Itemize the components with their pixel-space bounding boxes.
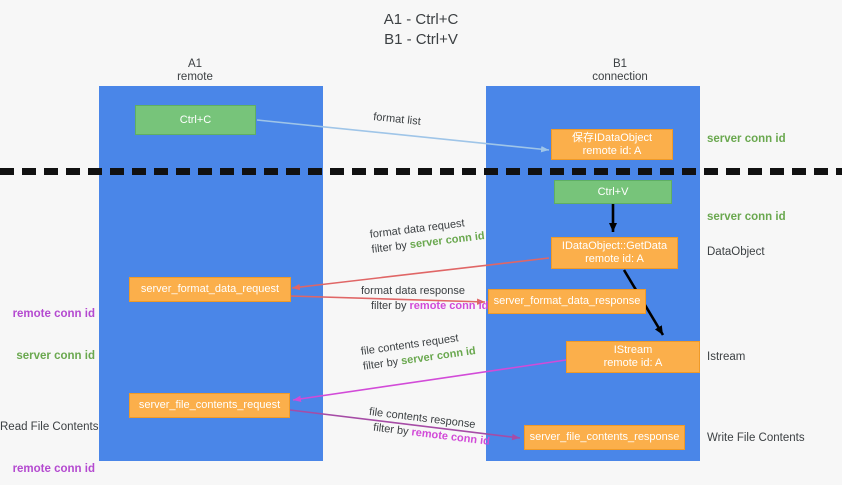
node-server-format-data-request[interactable]: server_format_data_request: [129, 277, 291, 302]
label-server-conn-id-1: server conn id: [16, 350, 95, 362]
node-idataobject-getdata[interactable]: IDataObject::GetData remote id: A: [551, 237, 678, 269]
label-remote-conn-id-1: remote conn id: [12, 308, 95, 320]
filter-by-text: filter by: [372, 421, 413, 439]
label-write-file-contents: Write File Contents: [707, 432, 805, 444]
edge-label-format-list-line1: format list: [372, 110, 422, 128]
lane-header-b1-connection: B1 connection: [592, 58, 648, 83]
edge-label-format-data-response-line1: format data response: [361, 285, 465, 297]
emphasis-remote-conn-id: remote conn id: [409, 300, 489, 312]
node-save-idataobject[interactable]: 保存IDataObject remote id: A: [551, 129, 673, 160]
page-title: A1 - Ctrl+C B1 - Ctrl+V: [383, 11, 459, 48]
edge-label-format-data-request: format data request filter by server con…: [369, 214, 486, 258]
edge-label-file-contents-response: file contents response filter by remote …: [366, 405, 492, 450]
filter-by-text: filter by: [362, 355, 403, 373]
edge-label-format-data-response-line2: filter by remote conn id: [361, 299, 488, 314]
node-istream[interactable]: IStream remote id: A: [566, 341, 700, 373]
node-ctrl-v[interactable]: Ctrl+V: [554, 180, 672, 204]
node-server-file-contents-response[interactable]: server_file_contents_response: [524, 425, 685, 450]
section-divider: [0, 168, 842, 175]
node-server-format-data-response[interactable]: server_format_data_response: [488, 289, 646, 314]
node-server-file-contents-request[interactable]: server_file_contents_request: [129, 393, 290, 418]
lane-header-a1-remote: A1 remote: [177, 58, 213, 83]
edge-label-format-list: format list: [372, 110, 422, 130]
label-read-file-contents: Read File Contents: [0, 421, 99, 433]
label-dataobject: DataObject: [707, 246, 765, 258]
edge-label-format-data-response: format data response filter by remote co…: [361, 284, 488, 314]
edge-label-file-contents-request: file contents request filter by server c…: [360, 329, 477, 375]
label-istream: Istream: [707, 351, 746, 363]
label-remote-conn-id-2: remote conn id: [12, 463, 95, 475]
node-ctrl-c[interactable]: Ctrl+C: [135, 105, 256, 135]
label-server-conn-id-top: server conn id: [707, 133, 786, 145]
filter-by-text: filter by: [370, 239, 411, 256]
label-server-conn-id-mid: server conn id: [707, 211, 786, 223]
filter-by-text: filter by: [371, 300, 410, 312]
